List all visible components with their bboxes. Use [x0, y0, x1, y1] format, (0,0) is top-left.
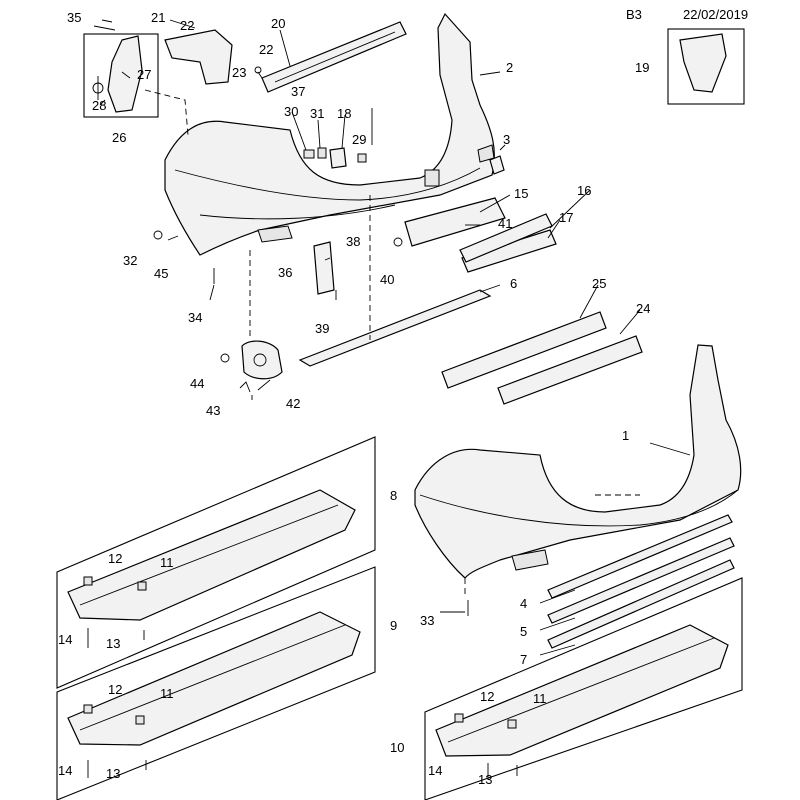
- detail-box-19: [667, 28, 745, 105]
- callout-6: 6: [510, 276, 517, 291]
- callout-17: 17: [559, 210, 573, 225]
- callout-12c: 12: [480, 689, 494, 704]
- callout-27: 27: [137, 67, 151, 82]
- moulding-4: [547, 514, 733, 599]
- callout-12a: 12: [108, 551, 122, 566]
- absorber-24: [497, 335, 643, 405]
- callout-11c: 11: [533, 691, 547, 706]
- sheet-date: 22/02/2019: [683, 7, 749, 22]
- moulding-5: [547, 537, 735, 624]
- reflector-lower: [511, 549, 549, 571]
- variant-box-8: [56, 436, 376, 689]
- clip-12c: [454, 713, 464, 723]
- callout-9: 9: [390, 618, 397, 633]
- bracket-36: [313, 241, 335, 295]
- clip-37: [254, 66, 262, 74]
- top-guide-20: [261, 21, 407, 93]
- callout-44: 44: [190, 376, 204, 391]
- plate-carrier-15: [404, 197, 506, 247]
- callout-13b: 13: [106, 766, 120, 781]
- callout-28: 28: [92, 98, 106, 113]
- absorber-25: [441, 311, 607, 389]
- callout-23: 23: [232, 65, 246, 80]
- callout-29: 29: [352, 132, 366, 147]
- callout-20: 20: [271, 16, 285, 31]
- callout-30: 30: [284, 104, 298, 119]
- fastener-cluster: [303, 147, 367, 169]
- screw-44: [220, 353, 230, 363]
- callout-11b: 11: [160, 686, 174, 701]
- callout-35: 35: [67, 10, 81, 25]
- callout-26: 26: [112, 130, 126, 145]
- callout-21: 21: [151, 10, 165, 25]
- callout-5: 5: [520, 624, 527, 639]
- callout-12b: 12: [108, 682, 122, 697]
- callout-34: 34: [188, 310, 202, 325]
- callout-22a: 22: [180, 18, 194, 33]
- reflector-left: [257, 225, 293, 243]
- callout-45: 45: [154, 266, 168, 281]
- callout-42: 42: [286, 396, 300, 411]
- callout-14c: 14: [428, 763, 442, 778]
- variant-box-10: [424, 577, 743, 800]
- clip-11b: [135, 715, 145, 725]
- callout-43: 43: [206, 403, 220, 418]
- license-plate-frame: [404, 197, 557, 273]
- callout-4: 4: [520, 596, 527, 611]
- clip-3: [489, 155, 505, 175]
- callout-37: 37: [291, 84, 305, 99]
- callout-19: 19: [635, 60, 649, 75]
- fog-lamp-42: [241, 340, 283, 380]
- clip-12a: [83, 576, 93, 586]
- callout-14b: 14: [58, 763, 72, 778]
- moulding-7: [547, 559, 735, 649]
- callout-25: 25: [592, 276, 606, 291]
- screw-32: [153, 230, 163, 240]
- callout-33: 33: [420, 613, 434, 628]
- callout-8: 8: [390, 488, 397, 503]
- callout-24: 24: [636, 301, 650, 316]
- callout-32: 32: [123, 253, 137, 268]
- callout-18: 18: [337, 106, 351, 121]
- callout-13c: 13: [478, 772, 492, 787]
- moulding-6: [298, 289, 492, 367]
- clip-11a: [137, 581, 147, 591]
- callout-11a: 11: [160, 555, 174, 570]
- callout-31: 31: [310, 106, 324, 121]
- callout-40: 40: [380, 272, 394, 287]
- variant-box-9: [56, 566, 376, 800]
- diffuser-9: [67, 611, 361, 746]
- rear-bumper-lower: [414, 344, 742, 579]
- callout-3: 3: [503, 132, 510, 147]
- callout-15: 15: [514, 186, 528, 201]
- callout-36: 36: [278, 265, 292, 280]
- rear-bumper-upper: [164, 12, 495, 256]
- callout-22b: 22: [259, 42, 273, 57]
- screw-40: [393, 237, 403, 247]
- callout-13a: 13: [106, 636, 120, 651]
- callout-10: 10: [390, 740, 404, 755]
- callout-39: 39: [315, 321, 329, 336]
- callout-2: 2: [506, 60, 513, 75]
- callout-7: 7: [520, 652, 527, 667]
- side-guide-21: [164, 29, 233, 85]
- clip-11c: [507, 719, 517, 729]
- tow-eye-cover-opening: [424, 169, 440, 187]
- callout-14a: 14: [58, 632, 72, 647]
- callout-41: 41: [498, 216, 512, 231]
- callout-38: 38: [346, 234, 360, 249]
- detail-box-26: [83, 33, 159, 118]
- clip-19: [679, 33, 727, 93]
- clip-12b: [83, 704, 93, 714]
- clip-43: [239, 381, 251, 393]
- sheet-code: B3: [626, 7, 642, 22]
- callout-1: 1: [622, 428, 629, 443]
- callout-16: 16: [577, 183, 591, 198]
